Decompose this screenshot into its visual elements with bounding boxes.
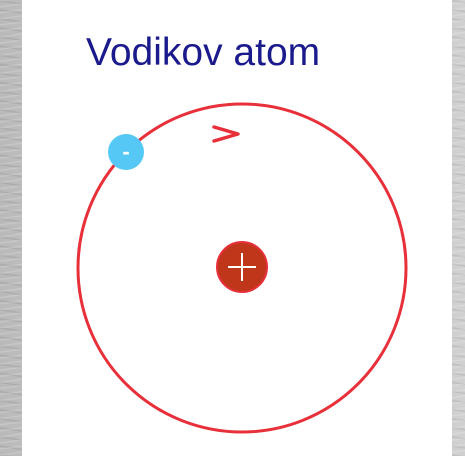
electron-body (108, 134, 144, 170)
electron-orbit (76, 102, 408, 434)
orbit-direction-arrow (212, 125, 240, 143)
electron: - (108, 134, 144, 170)
slide-panel (22, 0, 452, 456)
nucleus (216, 241, 268, 293)
electron-sign: - (122, 139, 129, 164)
diagram-title: Vodikov atom (86, 31, 321, 74)
plus-sign-icon (228, 253, 256, 281)
